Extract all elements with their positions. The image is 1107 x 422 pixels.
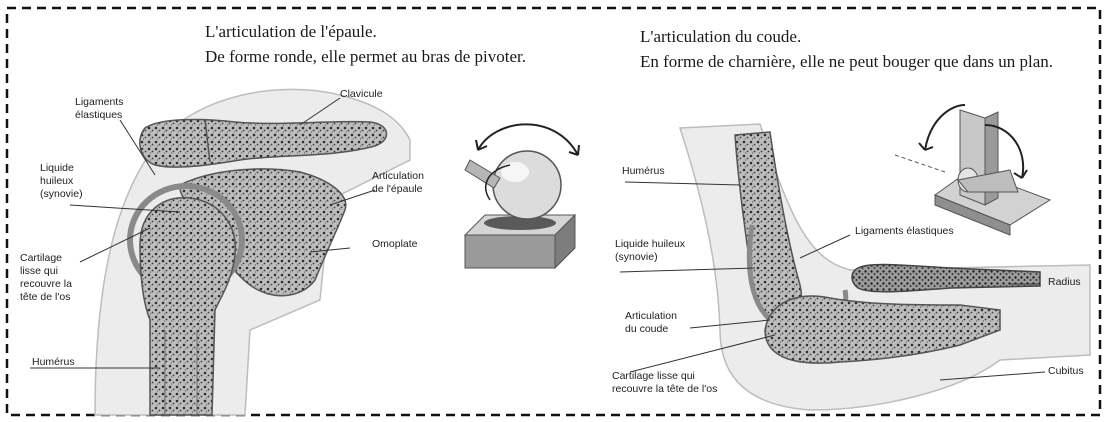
label-ligaments: Ligaments élastiques [75, 96, 123, 122]
label-cartilage-elbow-line1: Cartilage lisse qui [612, 370, 717, 383]
shoulder-subtitle: De forme ronde, elle permet au bras de p… [205, 47, 526, 67]
label-liquide-elbow: Liquide huileux (synovie) [615, 238, 685, 264]
label-articulation-coude-line1: Articulation [625, 310, 677, 323]
label-cubitus: Cubitus [1048, 365, 1084, 378]
label-clavicule: Clavicule [340, 88, 383, 101]
label-cartilage: Cartilage lisse qui recouvre la tête de … [20, 252, 72, 304]
label-cartilage-line1: Cartilage [20, 252, 72, 265]
elbow-diagram [680, 124, 1090, 410]
hinge-joint-model [895, 105, 1050, 235]
label-articulation-coude: Articulation du coude [625, 310, 677, 336]
label-articulation-epaule: Articulation de l'épaule [372, 170, 424, 196]
label-humerus-shoulder: Humérus [32, 356, 75, 369]
label-cartilage-line3: recouvre la [20, 278, 72, 291]
label-liquide-elbow-line2: (synovie) [615, 251, 685, 264]
label-ligaments-line2: élastiques [75, 109, 123, 122]
label-articulation-line1: Articulation [372, 170, 424, 183]
label-omoplate: Omoplate [372, 238, 418, 251]
label-cartilage-elbow: Cartilage lisse qui recouvre la tête de … [612, 370, 717, 396]
label-liquide-line3: (synovie) [40, 188, 83, 201]
label-cartilage-elbow-line2: recouvre la tête de l'os [612, 383, 717, 396]
elbow-subtitle: En forme de charnière, elle ne peut boug… [640, 52, 1053, 72]
label-liquide-line1: Liquide [40, 162, 83, 175]
label-liquide: Liquide huileux (synovie) [40, 162, 83, 201]
label-cartilage-line4: tête de l'os [20, 291, 72, 304]
label-radius: Radius [1048, 276, 1081, 289]
label-ligaments-line1: Ligaments [75, 96, 123, 109]
shoulder-title: L'articulation de l'épaule. [205, 22, 377, 42]
label-cartilage-line2: lisse qui [20, 265, 72, 278]
label-liquide-line2: huileux [40, 175, 83, 188]
ball-joint-model [465, 124, 579, 268]
label-humerus-elbow: Humérus [622, 165, 665, 178]
shoulder-diagram [95, 89, 410, 415]
label-liquide-elbow-line1: Liquide huileux [615, 238, 685, 251]
label-articulation-coude-line2: du coude [625, 323, 677, 336]
elbow-title: L'articulation du coude. [640, 27, 801, 47]
label-articulation-line2: de l'épaule [372, 183, 424, 196]
label-ligaments-elastiques: Ligaments élastiques [855, 225, 954, 238]
